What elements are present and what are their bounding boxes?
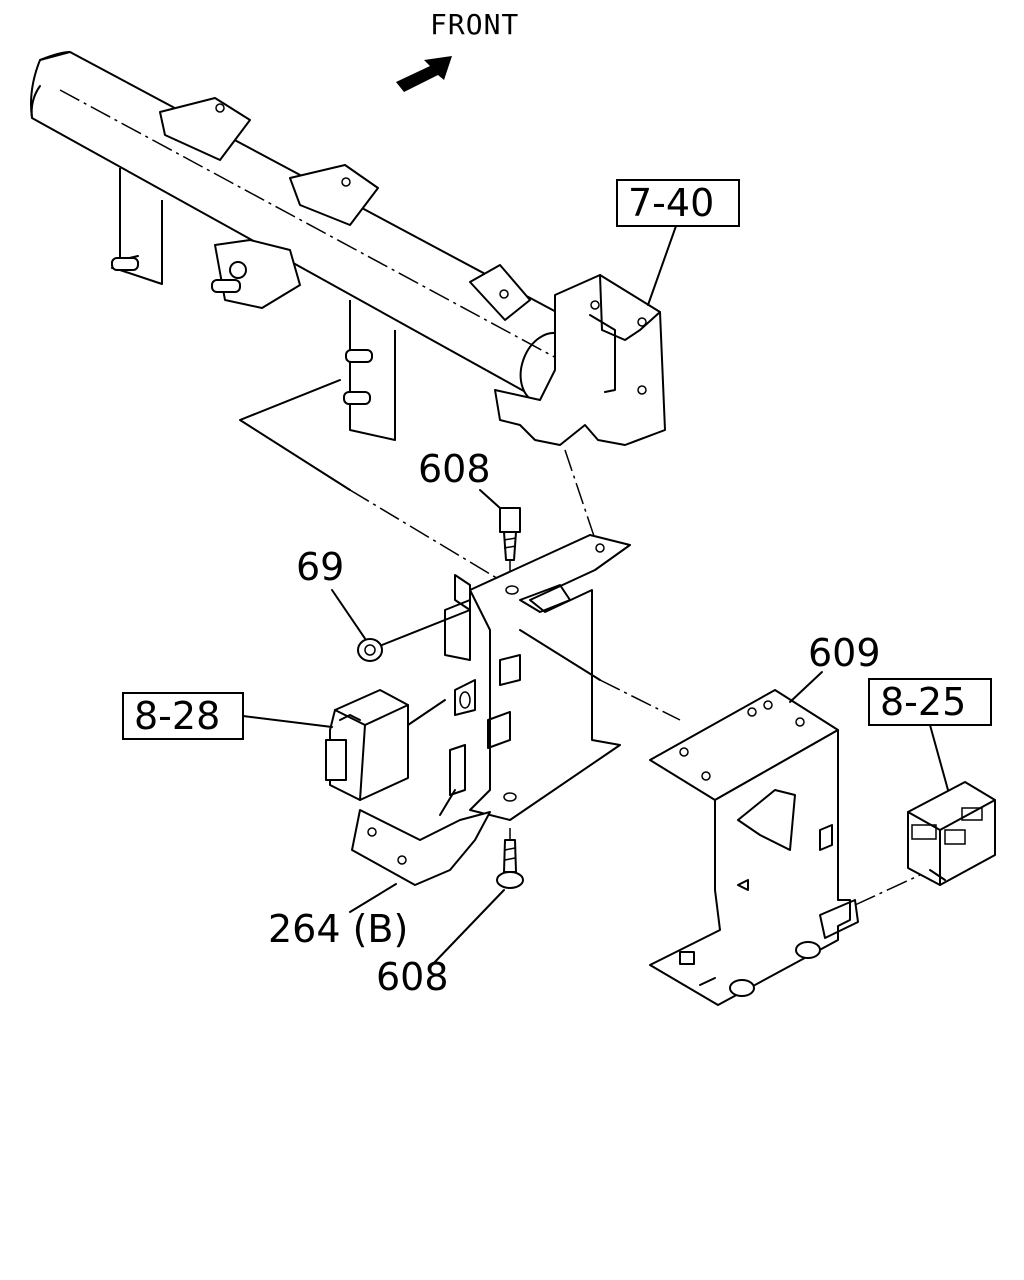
part-label-264b: 264 (B)	[268, 907, 408, 951]
housing-7-40	[494, 274, 666, 446]
ref-box-7-40	[616, 179, 740, 227]
bracket-609	[649, 689, 859, 1006]
ref-label-8-28: 8-28	[134, 694, 220, 738]
nut-69-icon	[357, 609, 471, 662]
bolt-608-bottom-icon	[496, 828, 524, 889]
beam-bracket-3	[343, 264, 531, 441]
front-label: FRONT	[430, 8, 519, 41]
ref-box-8-25	[868, 678, 992, 726]
ref-label-8-25: 8-25	[880, 680, 966, 724]
bolt-608-top-icon	[499, 507, 521, 600]
part-label-608-top: 608	[418, 447, 491, 491]
part-label-608-bottom: 608	[376, 955, 449, 999]
part-label-69: 69	[296, 545, 344, 589]
beam-bracket-2	[211, 164, 379, 309]
front-arrow-icon	[396, 56, 452, 92]
module-8-25	[907, 781, 996, 886]
ref-box-8-28	[122, 692, 244, 740]
part-label-609: 609	[808, 631, 881, 675]
module-8-28	[325, 689, 446, 801]
beam-bracket-1	[111, 97, 251, 285]
mounting-bracket-center	[444, 534, 631, 821]
bracket-264b	[351, 789, 491, 886]
ref-label-7-40: 7-40	[628, 181, 714, 225]
cross-beam-tube	[30, 51, 591, 404]
